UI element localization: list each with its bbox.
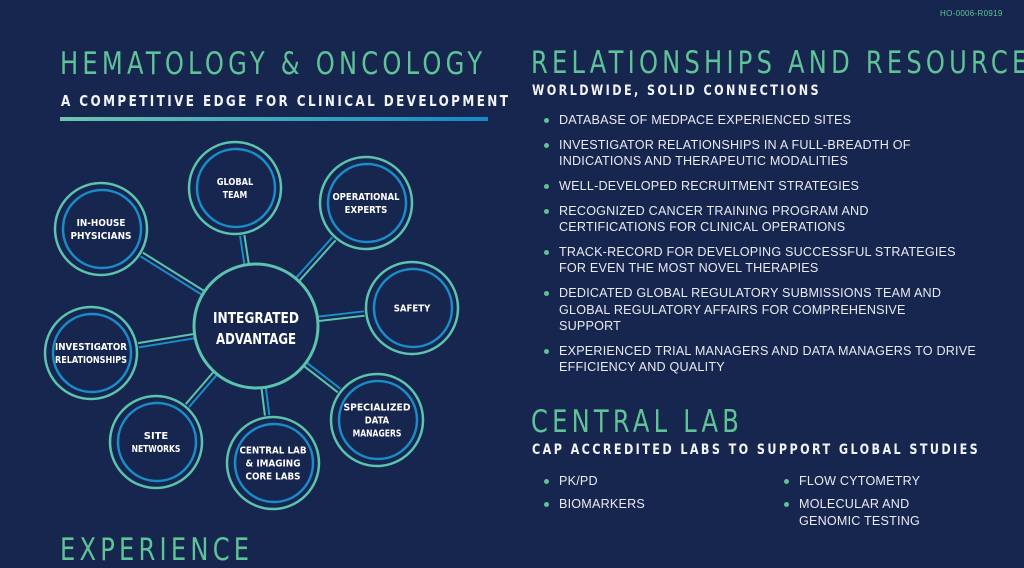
connector-line: [239, 235, 246, 266]
relationships-title: RELATIONSHIPS AND RESOURCES: [531, 45, 1024, 81]
node-label: INVESTIGATOR: [55, 342, 128, 353]
node-inner-ring: [326, 162, 408, 244]
node-outer-ring: [53, 181, 149, 277]
connector-line: [317, 314, 365, 323]
central-lab-list-2: FLOW CYTOMETRY MOLECULAR AND GENOMIC TES…: [774, 473, 964, 529]
node-label: IN-HOUSE: [77, 218, 126, 229]
list-item: WELL-DEVELOPED RECRUITMENT STRATEGIES: [534, 178, 964, 194]
node-outer-ring: [364, 260, 460, 356]
relationships-list: DATABASE OF MEDPACE EXPERIENCED SITES IN…: [534, 112, 976, 375]
list-item: MOLECULAR AND GENOMIC TESTING: [774, 496, 964, 529]
connector-line: [137, 332, 195, 345]
node-inner-ring: [116, 401, 198, 483]
page-title: HEMATOLOGY & ONCOLOGY: [60, 46, 487, 82]
connector-line: [184, 370, 215, 405]
list-item: INVESTIGATOR RELATIONSHIPS IN A FULL-BRE…: [534, 137, 939, 170]
connector-line: [139, 255, 203, 296]
connector-line: [142, 251, 206, 293]
node-label: RELATIONSHIPS: [55, 355, 127, 366]
central-lab-title: CENTRAL LAB: [531, 404, 744, 440]
node-label: SAFETY: [394, 304, 431, 315]
title-underline: [60, 117, 488, 121]
list-item: FLOW CYTOMETRY: [774, 473, 964, 489]
node-outer-ring: [187, 140, 283, 236]
node-outer-ring: [43, 305, 139, 401]
list-item: DATABASE OF MEDPACE EXPERIENCED SITES: [534, 112, 964, 128]
node-label: DATA: [365, 416, 390, 427]
node-inner-ring: [233, 422, 315, 504]
node-label: & IMAGING: [246, 459, 301, 470]
node-label: GLOBAL: [217, 177, 254, 188]
central-lab-subtitle: CAP ACCREDITED LABS TO SUPPORT GLOBAL ST…: [532, 442, 981, 458]
list-item: RECOGNIZED CANCER TRAINING PROGRAM AND C…: [534, 203, 919, 236]
document-code: HO-0006-R0919: [940, 9, 1003, 18]
center-label: INTEGRATED: [213, 309, 299, 327]
node-outer-ring: [318, 155, 414, 251]
integrated-advantage-diagram: INTEGRATED ADVANTAGE GLOBAL TEAM OPERATIONAL…: [43, 140, 460, 511]
node-label: SPECIALIZED: [343, 403, 410, 414]
connector-line: [294, 236, 334, 279]
node-label: EXPERTS: [345, 205, 388, 216]
connector-line: [305, 361, 342, 390]
list-item: DEDICATED GLOBAL REGULATORY SUBMISSIONS …: [534, 285, 969, 334]
page-subtitle: A COMPETITIVE EDGE FOR CLINICAL DEVELOPM…: [61, 92, 511, 110]
node-outer-ring: [225, 415, 321, 511]
node-label: CORE LABS: [246, 472, 301, 483]
node-label: OPERATIONAL: [332, 192, 399, 203]
connector-line: [243, 234, 250, 265]
node-inner-ring: [337, 379, 419, 461]
connector-line: [188, 373, 218, 408]
node-inner-ring: [51, 312, 133, 394]
connector-line: [260, 387, 266, 416]
node-inner-ring: [372, 267, 454, 349]
node-label: MANAGERS: [353, 429, 402, 440]
list-item: BIOMARKERS: [534, 496, 754, 512]
connector-line: [264, 387, 271, 416]
relationships-subtitle: WORLDWIDE, SOLID CONNECTIONS: [532, 83, 821, 99]
connector-line: [317, 310, 365, 318]
central-lab-list-1: PK/PD BIOMARKERS: [534, 473, 754, 513]
list-item: TRACK-RECORD FOR DEVELOPING SUCCESSFUL S…: [534, 244, 979, 277]
node-inner-ring: [195, 147, 277, 229]
node-label: CENTRAL LAB: [239, 446, 306, 457]
node-label: SITE: [144, 431, 168, 442]
node-label: TEAM: [223, 190, 247, 201]
connector-line: [138, 337, 196, 349]
node-outer-ring: [329, 372, 425, 468]
node-label: PHYSICIANS: [71, 231, 132, 242]
experience-title: EXPERIENCE: [60, 532, 254, 568]
connector-line: [298, 239, 337, 282]
connector-line: [302, 364, 339, 394]
node-inner-ring: [61, 188, 143, 270]
center-label: ADVANTAGE: [216, 330, 296, 348]
list-item: EXPERIENCED TRIAL MANAGERS AND DATA MANA…: [534, 343, 979, 376]
center-circle: [192, 262, 320, 390]
list-item: PK/PD: [534, 473, 754, 489]
node-outer-ring: [108, 394, 204, 490]
node-label: NETWORKS: [132, 444, 181, 455]
